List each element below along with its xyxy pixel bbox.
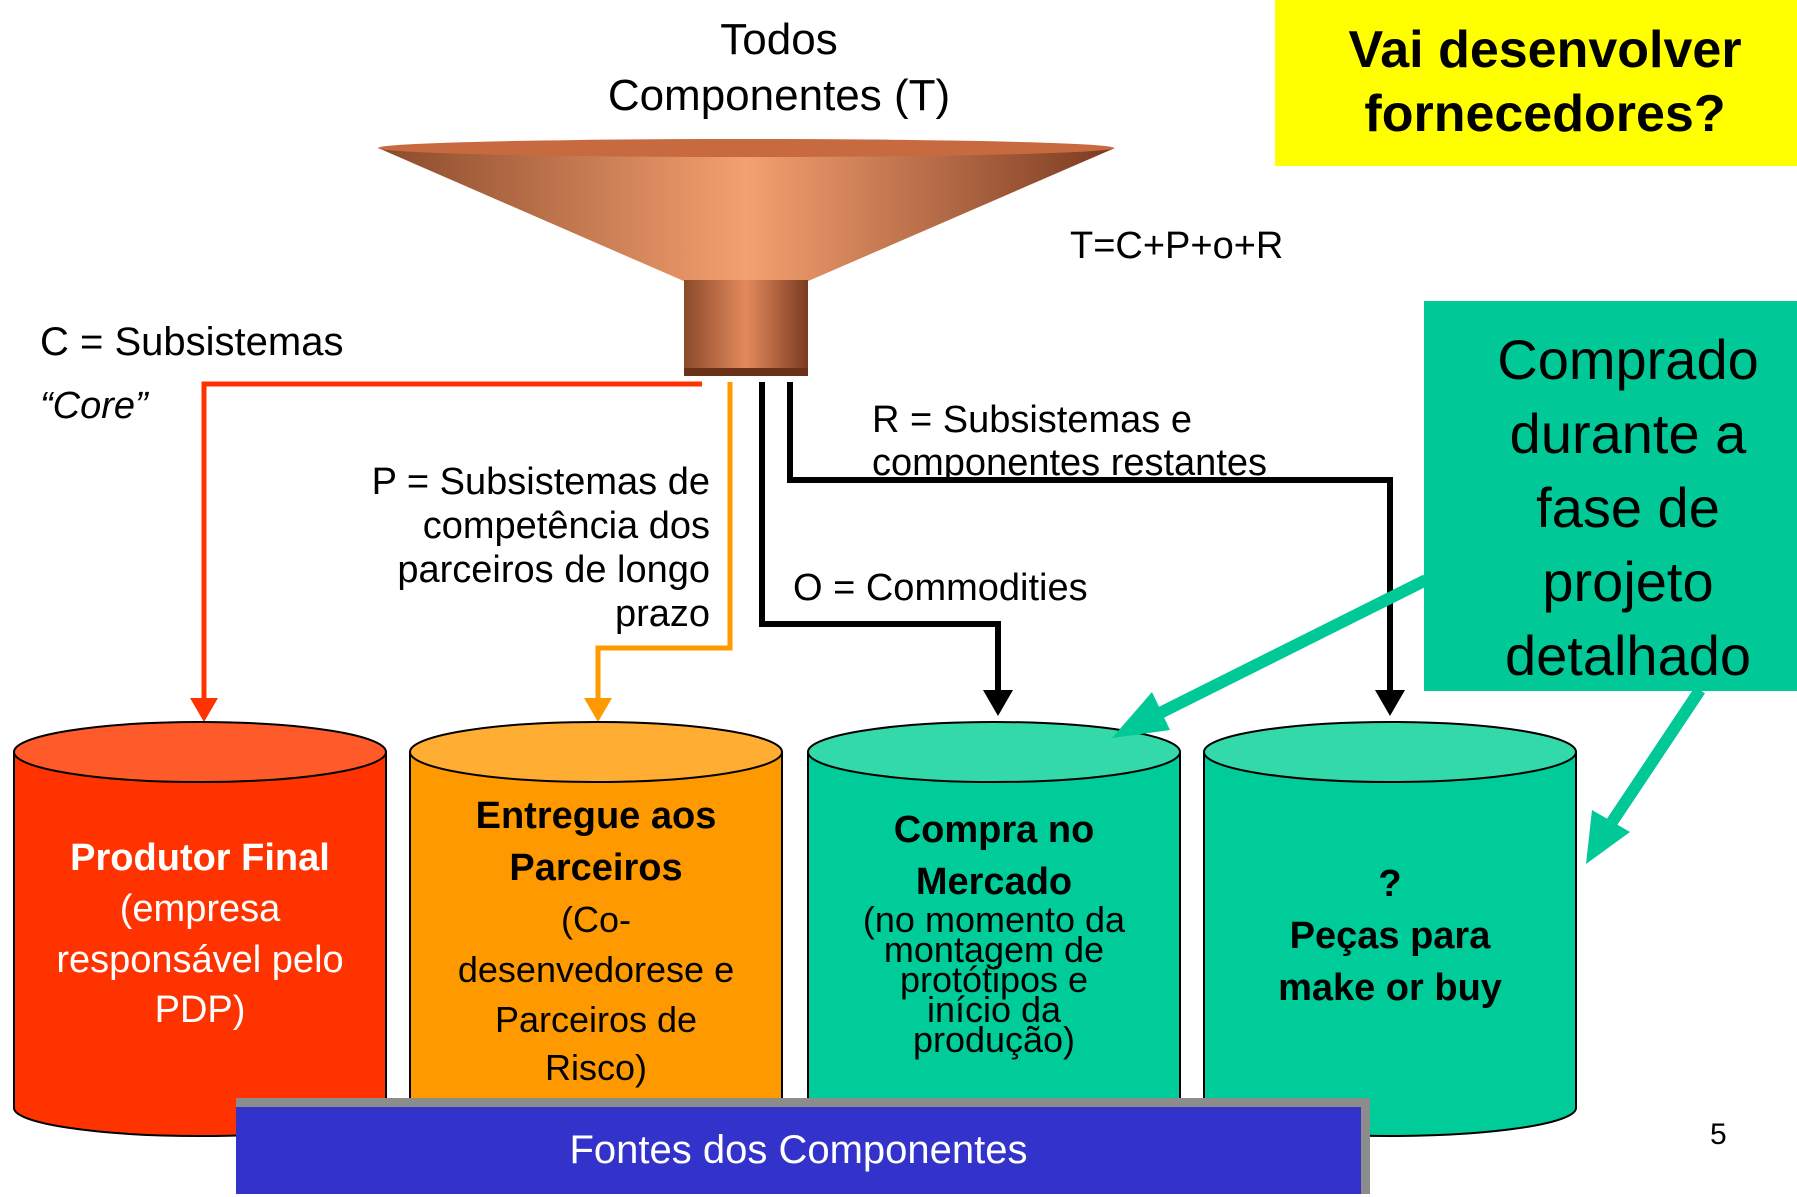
svg-text:(empresa: (empresa	[120, 888, 281, 930]
question-line1: Vai desenvolver	[1348, 21, 1742, 79]
funnel	[378, 139, 1115, 376]
note-line: fase de	[1536, 476, 1720, 539]
footer-label: Fontes dos Componentes	[569, 1128, 1028, 1172]
commodities-branch-label: O = Commodities	[793, 567, 1088, 609]
svg-text:produção): produção)	[913, 1019, 1075, 1060]
svg-text:(no momento da: (no momento da	[863, 899, 1126, 940]
cylinder-partners: Entregue aos Parceiros (Co- desenvedores…	[409, 721, 783, 1137]
svg-text:Produtor Final: Produtor Final	[70, 837, 330, 879]
footer-label-bar: Fontes dos Componentes	[236, 1098, 1370, 1194]
callout-arrow-market	[1112, 574, 1429, 738]
svg-text:make or buy: make or buy	[1278, 967, 1502, 1009]
svg-text:montagem de: montagem de	[884, 929, 1104, 970]
svg-text:parceiros de longo: parceiros de longo	[397, 549, 710, 591]
cylinder-core: Produtor Final (empresa responsável pelo…	[13, 721, 387, 1137]
svg-text:(Co-: (Co-	[561, 899, 631, 940]
svg-text:P = Subsistemas de: P = Subsistemas de	[372, 461, 710, 503]
funnel-title-line1: Todos	[720, 15, 837, 64]
svg-text:Compra no: Compra no	[894, 809, 1095, 851]
formula-label: T=C+P+o+R	[1070, 225, 1283, 267]
svg-text:prazo: prazo	[615, 593, 710, 635]
svg-text:componentes restantes: componentes restantes	[872, 442, 1267, 484]
core-branch-connector	[190, 381, 702, 722]
partners-branch-connector	[584, 382, 733, 722]
note-line: projeto	[1542, 550, 1714, 613]
svg-text:PDP): PDP)	[155, 989, 246, 1031]
cylinder-make-or-buy: ? Peças para make or buy	[1203, 721, 1577, 1137]
svg-text:protótipos e: protótipos e	[900, 959, 1088, 1000]
svg-text:Entregue aos: Entregue aos	[476, 795, 717, 837]
svg-text:responsável pelo: responsável pelo	[56, 939, 343, 981]
core-branch-label: C = Subsistemas	[40, 320, 343, 364]
commodities-branch-connector	[759, 382, 1013, 716]
svg-text:desenvedorese e: desenvedorese e	[458, 949, 734, 990]
note-line: durante a	[1509, 402, 1747, 465]
core-branch-sublabel: “Core”	[40, 385, 150, 427]
page-number: 5	[1710, 1118, 1727, 1151]
svg-text:Parceiros: Parceiros	[509, 847, 682, 889]
question-line2: fornecedores?	[1364, 85, 1726, 143]
callout-arrow-make-or-buy	[1586, 686, 1705, 864]
svg-text:Risco): Risco)	[545, 1047, 647, 1088]
cylinder-market: Compra no Mercado (no momento da montage…	[807, 721, 1181, 1137]
note-callout: Comprado durante a fase de projeto detal…	[1424, 301, 1797, 691]
svg-text:Peças para: Peças para	[1290, 915, 1492, 957]
question-callout: Vai desenvolver fornecedores?	[1275, 0, 1797, 166]
remaining-branch-connector	[787, 382, 1405, 716]
svg-text:Mercado: Mercado	[916, 861, 1072, 903]
note-line: detalhado	[1504, 624, 1751, 687]
svg-text:competência dos: competência dos	[423, 505, 710, 547]
svg-text:Parceiros de: Parceiros de	[495, 999, 697, 1040]
funnel-title-line2: Componentes (T)	[608, 71, 950, 120]
svg-text:?: ?	[1378, 863, 1401, 905]
svg-text:R = Subsistemas e: R = Subsistemas e	[872, 399, 1192, 441]
remaining-branch-label: R = Subsistemas e componentes restantes	[872, 399, 1267, 484]
partners-branch-label: P = Subsistemas de competência dos parce…	[372, 461, 710, 635]
note-line: Comprado	[1497, 328, 1759, 391]
svg-text:início da: início da	[927, 989, 1062, 1030]
